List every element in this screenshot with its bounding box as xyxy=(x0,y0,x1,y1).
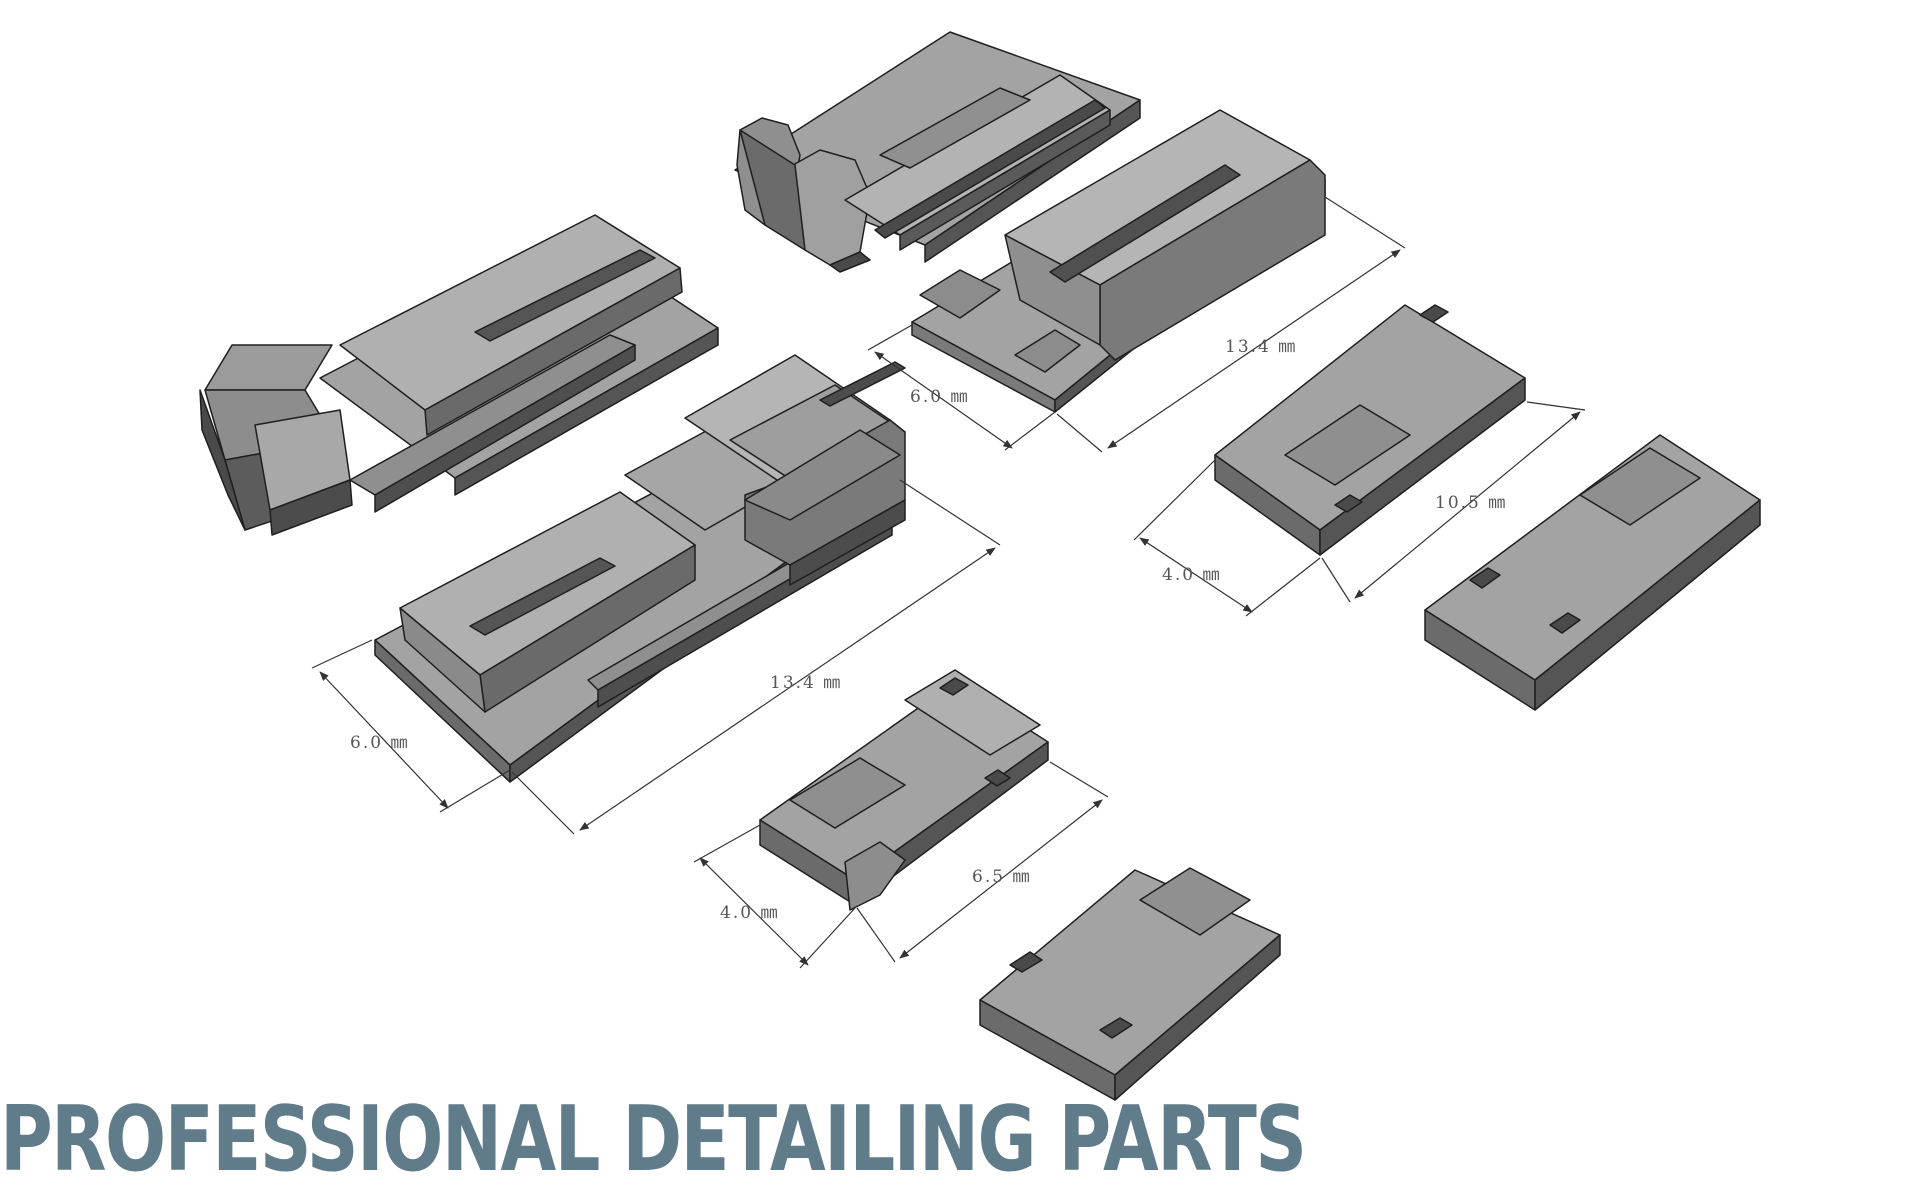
label-small-right-length: 10.5 ㎜ xyxy=(1435,493,1507,513)
part-large-plate-3 xyxy=(734,31,1141,273)
part-small-clip-2 xyxy=(979,867,1281,1101)
label-small-front-width: 4.0 ㎜ xyxy=(720,903,779,923)
part-large-plate-1 xyxy=(199,214,719,536)
label-small-right-width: 4.0 ㎜ xyxy=(1162,565,1221,585)
part-small-clip-4 xyxy=(1424,434,1761,711)
label-large-front-length: 13.4 ㎜ xyxy=(770,673,842,693)
dimension-labels: 6.0 ㎜ 13.4 ㎜ 6.0 ㎜ 13.4 ㎜ 4.0 ㎜ 6.5 ㎜ 4.… xyxy=(350,337,1507,923)
label-large-back-width: 6.0 ㎜ xyxy=(910,387,969,407)
dimension-lines xyxy=(311,196,1586,969)
label-small-front-length: 6.5 ㎜ xyxy=(972,867,1031,887)
label-large-back-length: 13.4 ㎜ xyxy=(1225,337,1297,357)
label-large-front-width: 6.0 ㎜ xyxy=(350,733,409,753)
page-title: PROFESSIONAL DETAILING PARTS xyxy=(0,1087,1307,1192)
